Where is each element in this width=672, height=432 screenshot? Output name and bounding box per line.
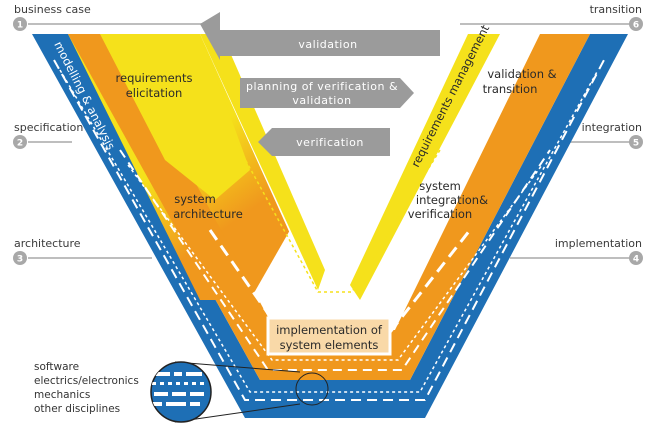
phase-number: 4: [633, 255, 639, 265]
phase-label-business-case: business case: [14, 3, 91, 16]
magnified-region-ring: [295, 372, 329, 406]
verification-arrow: verification: [258, 128, 390, 156]
phase-label-architecture: architecture: [14, 237, 81, 250]
magnifier-lens: [150, 361, 212, 423]
legend-item-other: other disciplines: [34, 403, 120, 415]
validation-arrow-label: validation: [298, 38, 357, 51]
validation-transition-line2: transition: [483, 82, 538, 96]
phase-label-implementation: implementation: [555, 237, 642, 250]
legend-item-electrics: electrics/electronics: [34, 375, 139, 387]
impl-label-line2: system elements: [280, 338, 379, 352]
planning-label-line2: validation: [292, 94, 351, 107]
integration-label-line1: system: [419, 179, 461, 193]
phase-number: 3: [17, 255, 23, 265]
phase-marker-2: 2: [13, 135, 27, 149]
phase-marker-1: 1: [13, 17, 27, 31]
phase-markers: 1 2 3 4 5 6: [13, 17, 643, 265]
v-yellow-inner-left: [200, 34, 325, 290]
architecture-label-line1: system: [174, 192, 216, 206]
discipline-legend: software electrics/electronics mechanics…: [34, 361, 139, 415]
requirements-label-line2: elicitation: [126, 86, 183, 100]
phase-label-specification: specification: [14, 121, 83, 134]
phase-marker-5: 5: [629, 135, 643, 149]
planning-arrow: planning of verification & validation: [240, 78, 414, 108]
discipline-lines: [53, 59, 605, 401]
requirements-label-line1: requirements: [116, 71, 193, 85]
verification-arrow-label: verification: [296, 136, 364, 149]
phase-lines: [28, 23, 630, 259]
impl-label-line1: implementation of: [276, 323, 383, 337]
phase-number: 2: [17, 139, 23, 149]
legend-item-mechanics: mechanics: [34, 389, 90, 401]
v-yellow-elicitation: [100, 34, 250, 200]
legend-item-software: software: [34, 361, 79, 373]
phase-label-integration: integration: [582, 121, 642, 134]
validation-arrow: validation: [200, 12, 440, 60]
phase-number: 6: [633, 21, 639, 31]
architecture-label-line2: architecture: [173, 207, 243, 221]
phase-number: 5: [633, 139, 639, 149]
validation-transition-line1: validation &: [487, 67, 556, 81]
phase-number: 1: [17, 21, 23, 31]
phase-marker-3: 3: [13, 251, 27, 265]
planning-label-line1: planning of verification &: [246, 80, 398, 93]
phase-marker-6: 6: [629, 17, 643, 31]
phase-label-transition: transition: [590, 3, 642, 16]
implementation-box: implementation of system elements: [266, 316, 392, 356]
integration-label-line2: integration&: [416, 193, 488, 207]
integration-label-line3: verification: [408, 207, 472, 221]
phase-marker-4: 4: [629, 251, 643, 265]
magnifier-connectors: [174, 361, 301, 423]
